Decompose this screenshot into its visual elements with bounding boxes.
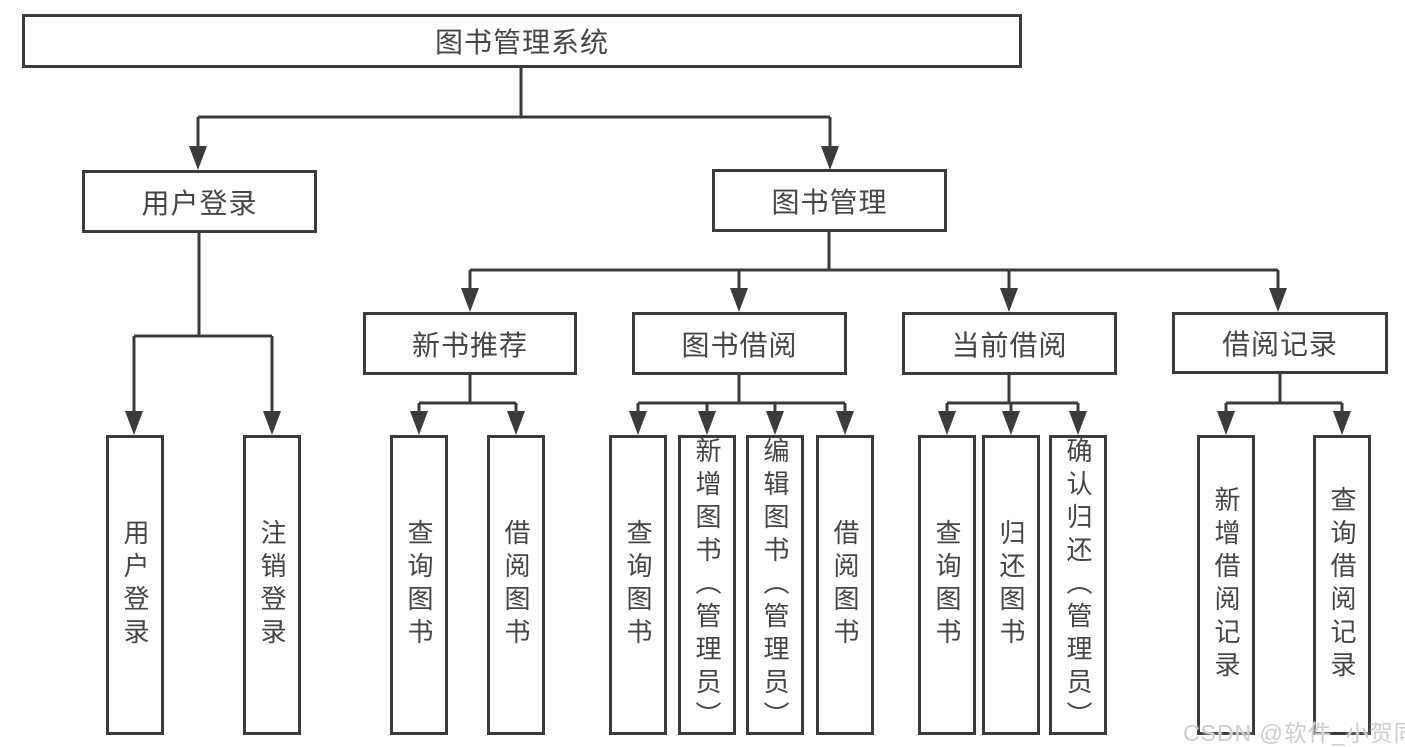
node-book-management-label: 图书管理 — [771, 186, 888, 218]
connector-new-book-to-leaves — [410, 375, 525, 435]
leaf-logout-label: 注销登录 — [257, 519, 287, 651]
connector-current-borrow-to-leaves — [938, 375, 1087, 435]
node-user-login-label: 用户登录 — [141, 187, 258, 219]
leaf-edit-books-admin: 编辑图书（管理员） — [746, 435, 804, 735]
watermark: CSDN @软件_小贺同学 — [1183, 720, 1405, 746]
leaf-add-borrow-record: 新增借阅记录 — [1197, 435, 1255, 735]
leaf-query-books-borrow-label: 查询图书 — [623, 519, 653, 651]
leaf-add-borrow-record-label: 新增借阅记录 — [1211, 486, 1241, 684]
leaf-confirm-return-admin: 确认归还（管理员） — [1049, 435, 1107, 735]
leaf-add-books-admin-label: 新增图书（管理员） — [692, 436, 722, 734]
leaf-query-borrow-record: 查询借阅记录 — [1313, 435, 1371, 735]
leaf-borrow-books-recommend: 借阅图书 — [487, 435, 545, 735]
connector-records-to-leaves — [1217, 374, 1351, 435]
leaf-borrow-books-recommend-label: 借阅图书 — [501, 519, 531, 651]
node-new-book-recommend-label: 新书推荐 — [411, 329, 528, 361]
leaf-borrow-books: 借阅图书 — [816, 435, 874, 735]
leaf-user-login: 用户登录 — [106, 435, 164, 735]
leaf-query-books-recommend-label: 查询图书 — [404, 519, 434, 651]
leaf-confirm-return-admin-label: 确认归还（管理员） — [1063, 436, 1093, 734]
node-new-book-recommend: 新书推荐 — [363, 312, 577, 375]
leaf-query-borrow-record-label: 查询借阅记录 — [1327, 486, 1357, 684]
leaf-query-books-current: 查询图书 — [918, 435, 976, 735]
leaf-add-books-admin: 新增图书（管理员） — [678, 435, 736, 735]
node-book-management: 图书管理 — [712, 169, 947, 232]
node-current-borrow: 当前借阅 — [902, 312, 1117, 375]
node-current-borrow-label: 当前借阅 — [951, 329, 1068, 361]
leaf-return-books-label: 归还图书 — [996, 519, 1026, 651]
leaf-logout: 注销登录 — [243, 435, 301, 735]
node-borrow-records-label: 借阅记录 — [1221, 329, 1338, 360]
leaf-user-login-label: 用户登录 — [120, 519, 150, 651]
connector-user-login-to-leaves — [125, 233, 281, 435]
leaf-borrow-books-label: 借阅图书 — [830, 519, 860, 651]
leaf-query-books-recommend: 查询图书 — [390, 435, 448, 735]
node-root: 图书管理系统 — [22, 14, 1022, 68]
node-book-borrow-label: 图书借阅 — [681, 329, 798, 361]
node-book-borrow: 图书借阅 — [632, 312, 847, 375]
node-user-login: 用户登录 — [82, 170, 317, 233]
node-borrow-records: 借阅记录 — [1172, 312, 1388, 374]
leaf-return-books: 归还图书 — [982, 435, 1040, 735]
connector-root-to-branches — [189, 68, 839, 170]
connector-book-borrow-to-leaves — [629, 375, 854, 435]
leaf-query-books-current-label: 查询图书 — [932, 519, 962, 651]
leaf-edit-books-admin-label: 编辑图书（管理员） — [760, 436, 790, 734]
node-root-label: 图书管理系统 — [434, 27, 609, 58]
connector-book-mgmt-to-groups — [461, 232, 1287, 312]
leaf-query-books-borrow: 查询图书 — [609, 435, 667, 735]
